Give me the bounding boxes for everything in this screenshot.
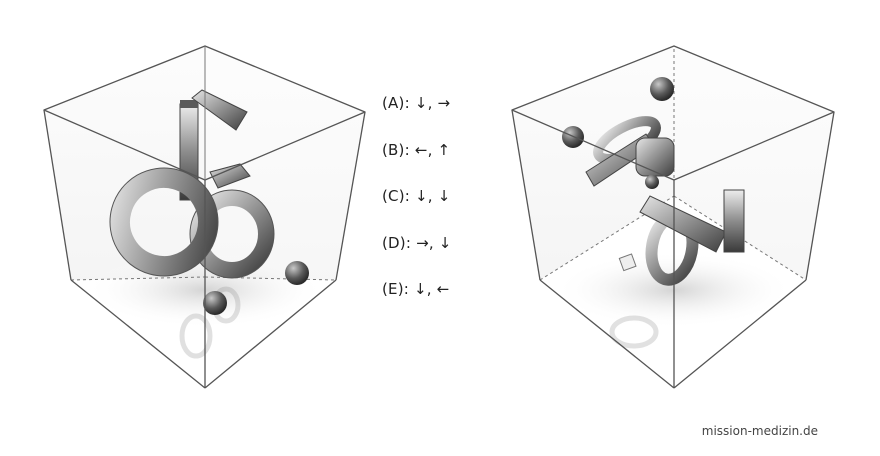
right-sphere	[650, 77, 674, 101]
left-cube-hidden-edge	[204, 276, 337, 281]
left-cube-face-right	[205, 46, 365, 280]
option-letter: (B):	[382, 140, 410, 159]
option-d: (D): →, ↓	[382, 232, 452, 279]
answer-options: (A): ↓, → (B): ←, ↑ (C): ↓, ↓ (D): →, ↓ …	[382, 92, 452, 325]
left-torus-large-outline	[109, 167, 219, 277]
right-cube-edge	[511, 109, 541, 281]
right-vertical-rod	[723, 189, 745, 253]
right-small-sphere	[645, 175, 659, 189]
left-reflection-ring	[179, 313, 213, 359]
left-tilted-rod	[191, 89, 248, 131]
watermark: mission-medizin.de	[701, 424, 818, 438]
left-rod-cap	[180, 100, 198, 108]
option-arrows: ↓, →	[414, 94, 451, 112]
left-small-block	[209, 163, 251, 189]
option-c: (C): ↓, ↓	[382, 185, 452, 232]
right-cube-edge	[805, 111, 835, 281]
option-e: (E): ↓, ←	[382, 278, 452, 325]
left-cube-edge	[43, 109, 72, 281]
option-arrows: ←, ↑	[414, 140, 451, 159]
right-small-cube	[618, 253, 637, 272]
option-arrows: ↓, ↓	[415, 187, 451, 205]
option-letter: (C):	[382, 187, 411, 205]
left-sphere	[203, 291, 227, 315]
left-cube-face-left	[44, 46, 205, 280]
option-a: (A): ↓, →	[382, 92, 452, 139]
option-letter: (D):	[382, 233, 412, 252]
left-cube-edge	[335, 111, 366, 281]
right-cube-edge	[539, 279, 675, 389]
right-cube	[511, 45, 835, 389]
left-cube-hidden-edge	[70, 276, 206, 281]
left-cube-objects	[109, 89, 309, 315]
left-cube	[43, 45, 366, 389]
left-cube-edge	[204, 279, 337, 389]
left-torus-large	[110, 168, 218, 276]
option-letter: (E):	[382, 280, 410, 298]
option-letter: (A):	[382, 94, 410, 112]
left-sphere	[285, 261, 309, 285]
right-cube-face-right	[674, 46, 834, 280]
left-cube-edge	[70, 279, 206, 389]
right-cube-edge	[673, 279, 807, 389]
option-b: (B): ←, ↑	[382, 139, 452, 186]
right-rounded-block	[635, 137, 675, 177]
option-arrows: →, ↓	[416, 233, 452, 252]
right-cube-hidden-edge	[539, 195, 675, 281]
right-cube-objects	[562, 77, 745, 286]
right-reflection-ring	[609, 315, 659, 349]
left-torus-small-outline	[189, 189, 275, 279]
option-arrows: ↓, ←	[414, 280, 450, 298]
right-cube-face-left	[512, 46, 674, 280]
